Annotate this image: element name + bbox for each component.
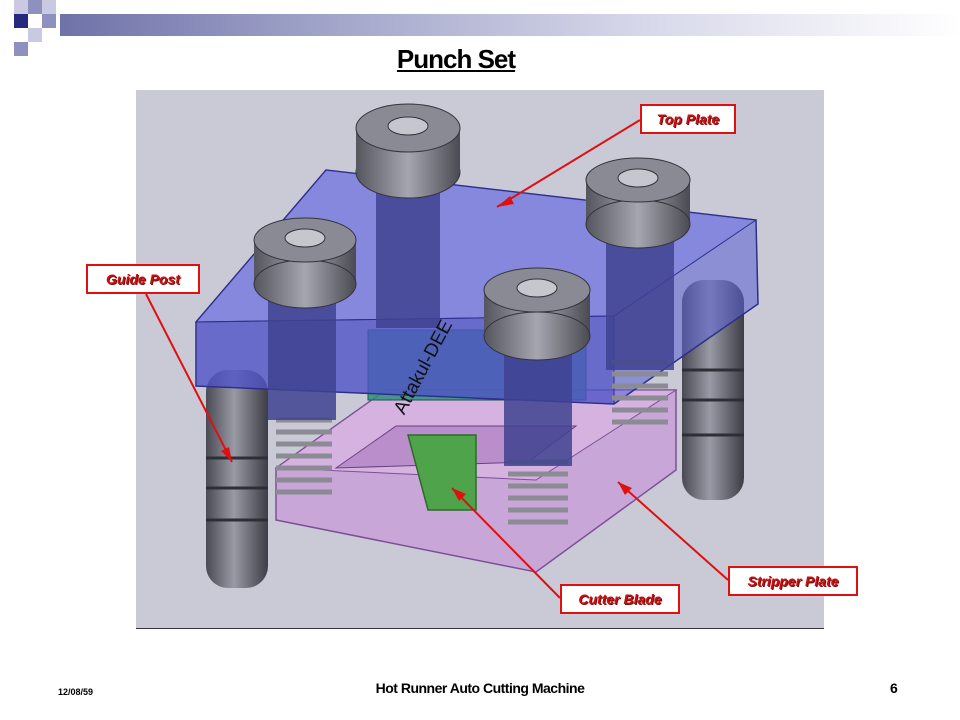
callout-stripper-plate: Stripper Plate bbox=[728, 566, 858, 596]
header-gradient-strip bbox=[60, 14, 960, 36]
decor-square bbox=[14, 14, 28, 28]
punch-cap-left bbox=[253, 217, 357, 420]
decor-square bbox=[28, 0, 42, 14]
spring-left bbox=[276, 417, 332, 495]
callout-top-plate: Top Plate bbox=[640, 104, 736, 134]
decor-square bbox=[28, 28, 42, 42]
callout-cutter-blade: Cutter Blade bbox=[560, 584, 680, 614]
punch-set-drawing bbox=[194, 103, 759, 588]
page-number: 6 bbox=[890, 680, 898, 696]
callout-guide-post: Guide Post bbox=[86, 264, 200, 294]
footer-date: 12/08/59 bbox=[58, 687, 94, 697]
punch-cap-front bbox=[483, 267, 591, 466]
header-band bbox=[0, 0, 960, 60]
decor-square bbox=[14, 42, 28, 56]
decorative-squares bbox=[0, 0, 80, 60]
figure-bottom-line bbox=[136, 628, 824, 629]
decor-square bbox=[14, 0, 28, 14]
guide-post-left bbox=[206, 370, 268, 588]
footer-title: Hot Runner Auto Cutting Machine bbox=[375, 680, 585, 696]
punch-set-render: Attakul-DEE bbox=[136, 90, 824, 628]
punch-cap-back bbox=[355, 103, 461, 328]
slide-title: Punch Set bbox=[396, 44, 516, 74]
decor-square bbox=[42, 14, 56, 28]
decor-square bbox=[42, 0, 56, 14]
